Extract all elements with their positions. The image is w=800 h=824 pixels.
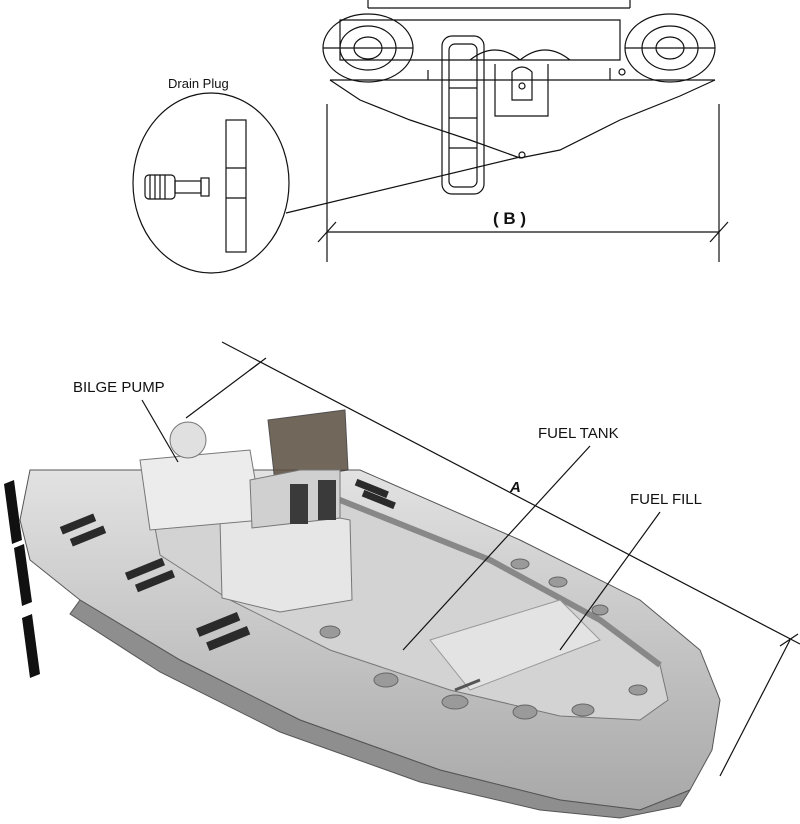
dimension-a-label: A bbox=[509, 479, 521, 496]
dash-mark-3 bbox=[22, 614, 40, 678]
dash-mark-2 bbox=[14, 544, 32, 606]
boat-perspective: A BILGE PUMP FUEL TANK FUEL FILL bbox=[4, 341, 800, 819]
dash-mark-1 bbox=[4, 480, 22, 544]
stern-view: ( B ) bbox=[317, 0, 729, 262]
boarding-ladder bbox=[441, 35, 485, 195]
console bbox=[139, 409, 353, 613]
drain-plug-detail: Drain Plug bbox=[132, 76, 521, 274]
drain-plug-label: Drain Plug bbox=[168, 76, 229, 91]
dimension-b-label: ( B ) bbox=[493, 209, 526, 228]
fuel-fill-label: FUEL FILL bbox=[630, 491, 702, 508]
fuel-tank-label: FUEL TANK bbox=[538, 425, 619, 442]
bilge-pump-label: BILGE PUMP bbox=[73, 379, 165, 396]
